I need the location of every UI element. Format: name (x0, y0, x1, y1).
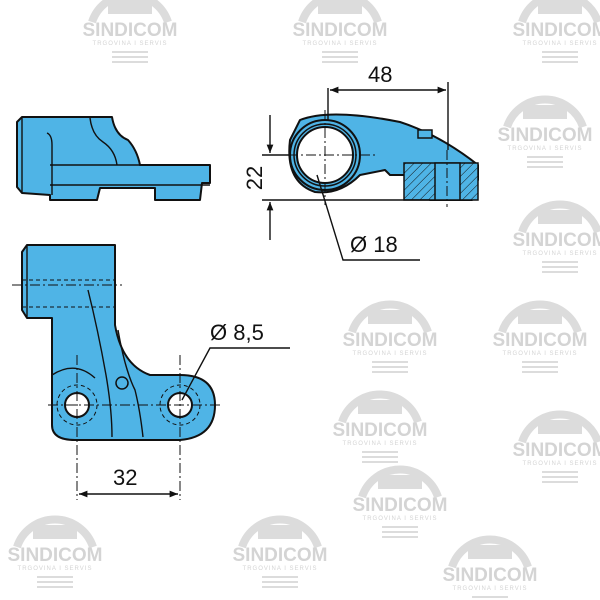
svg-text:SINDICOM: SINDICOM (443, 565, 538, 586)
svg-text:SINDICOM: SINDICOM (333, 420, 428, 441)
svg-text:TRGOVINA I SERVIS: TRGOVINA I SERVIS (363, 516, 438, 522)
svg-text:TRGOVINA I SERVIS: TRGOVINA I SERVIS (343, 441, 418, 447)
svg-text:TRGOVINA I SERVIS: TRGOVINA I SERVIS (523, 41, 598, 47)
svg-text:TRGOVINA I SERVIS: TRGOVINA I SERVIS (353, 351, 428, 357)
dim-32-label: 32 (113, 465, 137, 490)
svg-text:SINDICOM: SINDICOM (353, 495, 448, 516)
svg-text:TRGOVINA I SERVIS: TRGOVINA I SERVIS (303, 41, 378, 47)
dim-48-label: 48 (368, 62, 392, 87)
svg-text:TRGOVINA I SERVIS: TRGOVINA I SERVIS (503, 351, 578, 357)
svg-text:TRGOVINA I SERVIS: TRGOVINA I SERVIS (523, 461, 598, 467)
svg-text:SINDICOM: SINDICOM (513, 230, 600, 251)
dim-hole-diameter-label: Ø 8,5 (210, 320, 264, 345)
svg-text:SINDICOM: SINDICOM (293, 20, 388, 41)
svg-text:SINDICOM: SINDICOM (493, 330, 588, 351)
svg-text:SINDICOM: SINDICOM (513, 20, 600, 41)
svg-text:SINDICOM: SINDICOM (8, 545, 103, 566)
dim-bore-diameter-label: Ø 18 (350, 232, 398, 257)
svg-text:SINDICOM: SINDICOM (498, 125, 593, 146)
svg-text:SINDICOM: SINDICOM (233, 545, 328, 566)
svg-text:TRGOVINA I SERVIS: TRGOVINA I SERVIS (243, 566, 318, 572)
svg-text:SINDICOM: SINDICOM (343, 330, 438, 351)
svg-text:SINDICOM: SINDICOM (513, 440, 600, 461)
top-view-part (262, 82, 479, 261)
side-view-part (16, 116, 211, 201)
dim-22-label: 22 (242, 166, 267, 190)
svg-text:SINDICOM: SINDICOM (83, 20, 178, 41)
svg-text:TRGOVINA I SERVIS: TRGOVINA I SERVIS (523, 251, 598, 257)
svg-text:TRGOVINA I SERVIS: TRGOVINA I SERVIS (453, 586, 528, 592)
front-view-part (12, 244, 290, 500)
svg-text:TRGOVINA I SERVIS: TRGOVINA I SERVIS (508, 146, 583, 152)
svg-text:TRGOVINA I SERVIS: TRGOVINA I SERVIS (18, 566, 93, 572)
svg-text:TRGOVINA I SERVIS: TRGOVINA I SERVIS (93, 41, 168, 47)
